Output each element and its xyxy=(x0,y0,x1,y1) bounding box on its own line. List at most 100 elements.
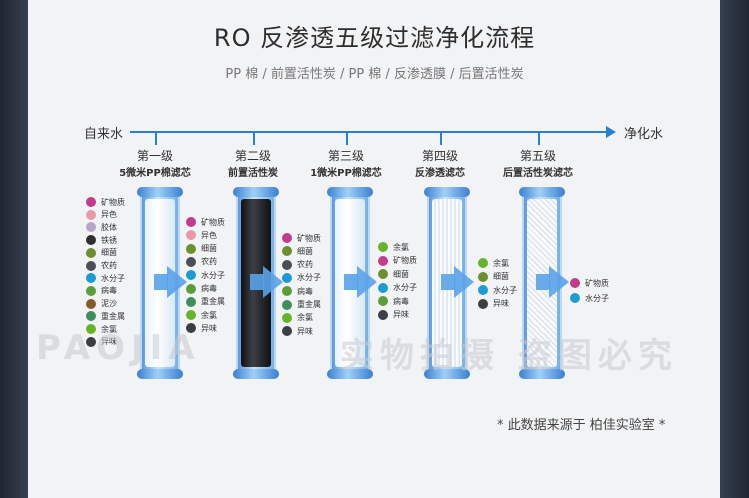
chlorine-icon xyxy=(378,242,388,252)
pesticide-icon xyxy=(186,256,196,267)
odor-icon xyxy=(86,336,96,347)
virus-icon xyxy=(86,285,96,296)
impurity-label: 余氯 xyxy=(101,324,117,334)
impurity-label: 水分子 xyxy=(393,283,417,292)
flow-tick xyxy=(155,131,157,145)
impurity-label: 泥沙 xyxy=(101,299,117,309)
impurity-item: 细菌 xyxy=(186,242,217,256)
chlorine-icon xyxy=(86,324,96,334)
impurity-item: 水分子 xyxy=(282,271,321,285)
impurity-item: 异味 xyxy=(186,321,217,335)
impurity-item: 水分子 xyxy=(478,283,517,297)
impurity-item: 异色 xyxy=(86,208,117,222)
cartridge-cap xyxy=(137,187,183,197)
impurity-label: 余氯 xyxy=(493,258,509,268)
flow-arrow-body xyxy=(344,274,358,290)
impurity-label: 矿物质 xyxy=(393,256,417,265)
impurity-item: 细菌 xyxy=(282,244,313,258)
impurity-label: 农药 xyxy=(201,257,217,267)
odor-icon xyxy=(282,326,292,337)
cartridge-cap xyxy=(327,187,373,197)
stage-name: 第一级 xyxy=(136,149,173,163)
colloid-icon xyxy=(86,222,96,233)
flow-arrow-body xyxy=(441,274,455,290)
chlorine-icon xyxy=(186,310,196,321)
impurity-label: 异味 xyxy=(101,337,117,347)
left-edge xyxy=(0,0,28,498)
impurity-label: 重金属 xyxy=(201,297,225,307)
impurity-item: 异味 xyxy=(86,335,117,349)
impurity-item: 水分子 xyxy=(186,268,225,282)
virus-icon xyxy=(378,296,388,306)
impurity-item: 农药 xyxy=(186,255,217,269)
bacteria-icon xyxy=(478,271,488,282)
impurity-item: 水分子 xyxy=(86,271,125,285)
odor-icon xyxy=(186,323,196,334)
cartridge-cap xyxy=(424,369,470,379)
impurity-label: 矿物质 xyxy=(585,278,609,288)
cartridge-cap xyxy=(519,187,565,197)
impurity-item: 矿物质 xyxy=(570,276,609,290)
impurity-item: 矿物质 xyxy=(282,231,321,245)
flow-arrow-body xyxy=(154,274,168,290)
stage-desc: 5微米PP棉滤芯 xyxy=(119,168,191,179)
impurity-label: 余氯 xyxy=(393,242,409,252)
flow-tick xyxy=(253,131,255,145)
impurity-item: 病毒 xyxy=(186,282,217,296)
impurity-label: 异味 xyxy=(297,326,313,336)
impurity-item: 余氯 xyxy=(282,311,313,325)
impurity-item: 余氯 xyxy=(378,240,409,254)
chlorine-icon xyxy=(478,258,488,268)
impurity-item: 矿物质 xyxy=(86,195,125,209)
impurity-label: 病毒 xyxy=(393,296,409,306)
flow-arrow xyxy=(167,266,187,298)
impurity-item: 细菌 xyxy=(378,267,409,281)
flow-tick xyxy=(538,131,540,145)
pesticide-icon xyxy=(86,260,96,271)
impurity-item: 重金属 xyxy=(86,309,125,323)
impurity-item: 矿物质 xyxy=(186,215,225,229)
impurity-item: 余氯 xyxy=(186,308,217,322)
flow-tick xyxy=(346,131,348,145)
odor-icon xyxy=(478,298,488,309)
diagram-title: RO 反渗透五级过滤净化流程 xyxy=(213,24,536,52)
flow-tick xyxy=(440,131,442,145)
flow-end-label: 净化水 xyxy=(624,127,664,142)
impurity-item: 水分子 xyxy=(378,281,417,295)
flow-arrow-head xyxy=(606,126,616,138)
mineral-icon xyxy=(282,233,292,243)
chlorine-icon xyxy=(282,312,292,323)
impurity-label: 水分子 xyxy=(201,270,225,280)
cartridge-cap xyxy=(233,369,279,379)
impurity-label: 异味 xyxy=(201,323,217,333)
impurity-label: 胶体 xyxy=(101,222,117,232)
impurity-item: 水分子 xyxy=(570,291,609,305)
impurity-label: 水分子 xyxy=(297,273,321,283)
impurity-item: 矿物质 xyxy=(378,254,417,268)
flow-arrow xyxy=(263,266,283,298)
impurity-label: 农药 xyxy=(101,261,117,270)
rust-icon xyxy=(86,235,96,246)
stage-name: 第二级 xyxy=(234,149,271,163)
impurity-item: 余氯 xyxy=(478,256,509,270)
impurity-label: 农药 xyxy=(297,260,313,270)
stage-name: 第五级 xyxy=(519,149,556,163)
impurity-label: 细菌 xyxy=(201,244,217,254)
water-molecule-icon xyxy=(570,293,580,303)
right-edge xyxy=(720,0,749,498)
flow-arrow xyxy=(454,266,474,298)
impurity-label: 异色 xyxy=(201,230,217,240)
impurity-item: 农药 xyxy=(282,258,313,272)
color-icon xyxy=(186,230,196,241)
stage-desc: 1微米PP棉滤芯 xyxy=(310,168,382,179)
impurity-label: 水分子 xyxy=(585,293,609,303)
flow-line xyxy=(130,131,608,133)
impurity-label: 水分子 xyxy=(101,273,125,283)
stage-desc: 前置活性炭 xyxy=(228,168,278,179)
diagram-subtitle: PP 棉 / 前置活性炭 / PP 棉 / 反渗透膜 / 后置活性炭 xyxy=(225,67,524,82)
bacteria-icon xyxy=(86,247,96,258)
impurity-label: 细菌 xyxy=(393,269,409,279)
stage-name: 第四级 xyxy=(421,149,458,163)
virus-icon xyxy=(186,283,196,294)
impurity-item: 病毒 xyxy=(378,294,409,308)
